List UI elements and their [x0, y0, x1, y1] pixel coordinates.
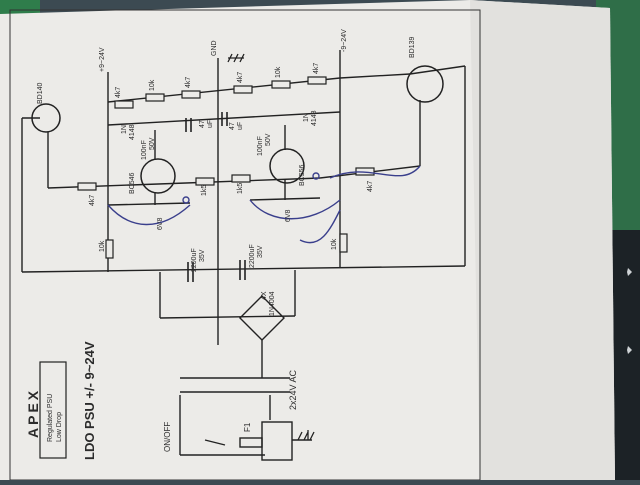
brand-logo: APEX	[25, 388, 41, 438]
brand-line1: Regulated PSU	[47, 394, 54, 442]
d1-label-b: 4148	[129, 124, 136, 140]
c5-label-a: 2200uF	[191, 248, 198, 272]
chevron-right-icon-2	[627, 346, 632, 354]
pen-annotations	[107, 165, 421, 244]
r-top1-label: 4k7	[115, 87, 122, 98]
paper-shade	[470, 0, 615, 480]
resistor-top4	[233, 85, 253, 94]
transistor-bc556	[269, 148, 305, 184]
transistor-bd140	[31, 103, 61, 133]
ground-symbols	[227, 53, 315, 441]
resistor-top5	[271, 80, 291, 89]
switch-label: ON/OFF	[163, 422, 172, 452]
c1-label-a: 47	[199, 120, 206, 128]
capacitor-symbols	[185, 112, 246, 282]
r-top4-label: 4k7	[237, 72, 244, 83]
transistor-bc546	[140, 158, 176, 194]
c6-label-b: 35V	[257, 245, 264, 258]
r-top6-label: 4k7	[313, 63, 320, 74]
c5-label-b: 35V	[199, 249, 206, 262]
c6-label-a: 2200uF	[249, 244, 256, 268]
r-mid3-label: 1k5	[237, 183, 244, 194]
c3-label-a: 100nF	[141, 140, 148, 160]
r-bot2-label: 10k	[331, 238, 338, 250]
c4-label-a: 100nF	[257, 136, 264, 156]
resistor-top2	[145, 93, 165, 102]
resistor-top1	[114, 100, 134, 109]
transistor-q4-label: BC556	[299, 164, 306, 186]
rail-neg-label: -9~24V	[341, 29, 348, 52]
c3-label-b: 50V	[149, 137, 156, 150]
transistor-q2-label: BD139	[409, 36, 416, 58]
d2-label-a: 1N	[303, 113, 310, 122]
d1-label-a: 1N	[121, 125, 128, 134]
r-mid1-label: 4k7	[89, 195, 96, 206]
r-top5-label: 10k	[275, 66, 282, 78]
transformer-label: 2x24V AC	[288, 369, 298, 410]
transistor-symbols	[31, 65, 444, 194]
c2-label-a: 47	[229, 122, 236, 130]
paper-sheet	[0, 0, 615, 480]
rail-gnd-label: GND	[211, 40, 218, 56]
rail-pos-label: +9~24V	[99, 47, 106, 72]
bridge-label-1: 4X	[261, 291, 268, 300]
r-top3-label: 4k7	[185, 77, 192, 88]
chevron-right-icon	[627, 268, 632, 276]
resistor-top3	[181, 90, 201, 99]
resistor-bot2	[339, 233, 348, 253]
transistor-q3-label: BC546	[129, 172, 136, 194]
resistor-top6	[307, 76, 327, 85]
device-edge-right	[610, 230, 640, 480]
r-bot1-label: 10k	[99, 240, 106, 252]
transistor-bd139	[406, 65, 444, 103]
resistor-mid1	[77, 182, 97, 191]
label-group: LDO PSU +/- 9~24V APEX Regulated PSU Low…	[25, 29, 416, 460]
bridge-label-2: 1N4004	[269, 291, 276, 316]
title-text: LDO PSU +/- 9~24V	[82, 341, 97, 460]
z2-label: 6V8	[285, 209, 292, 222]
d2-label-b: 4148	[311, 110, 318, 126]
c4-label-b: 50V	[265, 133, 272, 146]
r-mid2-label: 1k5	[201, 185, 208, 196]
title-block-frame	[39, 361, 67, 459]
c2-label-b: uF	[237, 122, 244, 130]
device-chevrons	[627, 268, 632, 354]
r-top2-label: 10k	[149, 79, 156, 91]
resistor-mid3	[231, 174, 251, 183]
resistor-mid2	[195, 177, 215, 186]
fuse-label: F1	[243, 422, 252, 432]
z1-label: 6V8	[157, 217, 164, 230]
brand-line2: Low Drop	[56, 412, 63, 442]
resistor-bot1	[105, 239, 114, 259]
c1-label-b: uF	[207, 120, 214, 128]
r-mid4-label: 4k7	[367, 181, 374, 192]
transistor-q1-label: BD140	[37, 82, 44, 104]
